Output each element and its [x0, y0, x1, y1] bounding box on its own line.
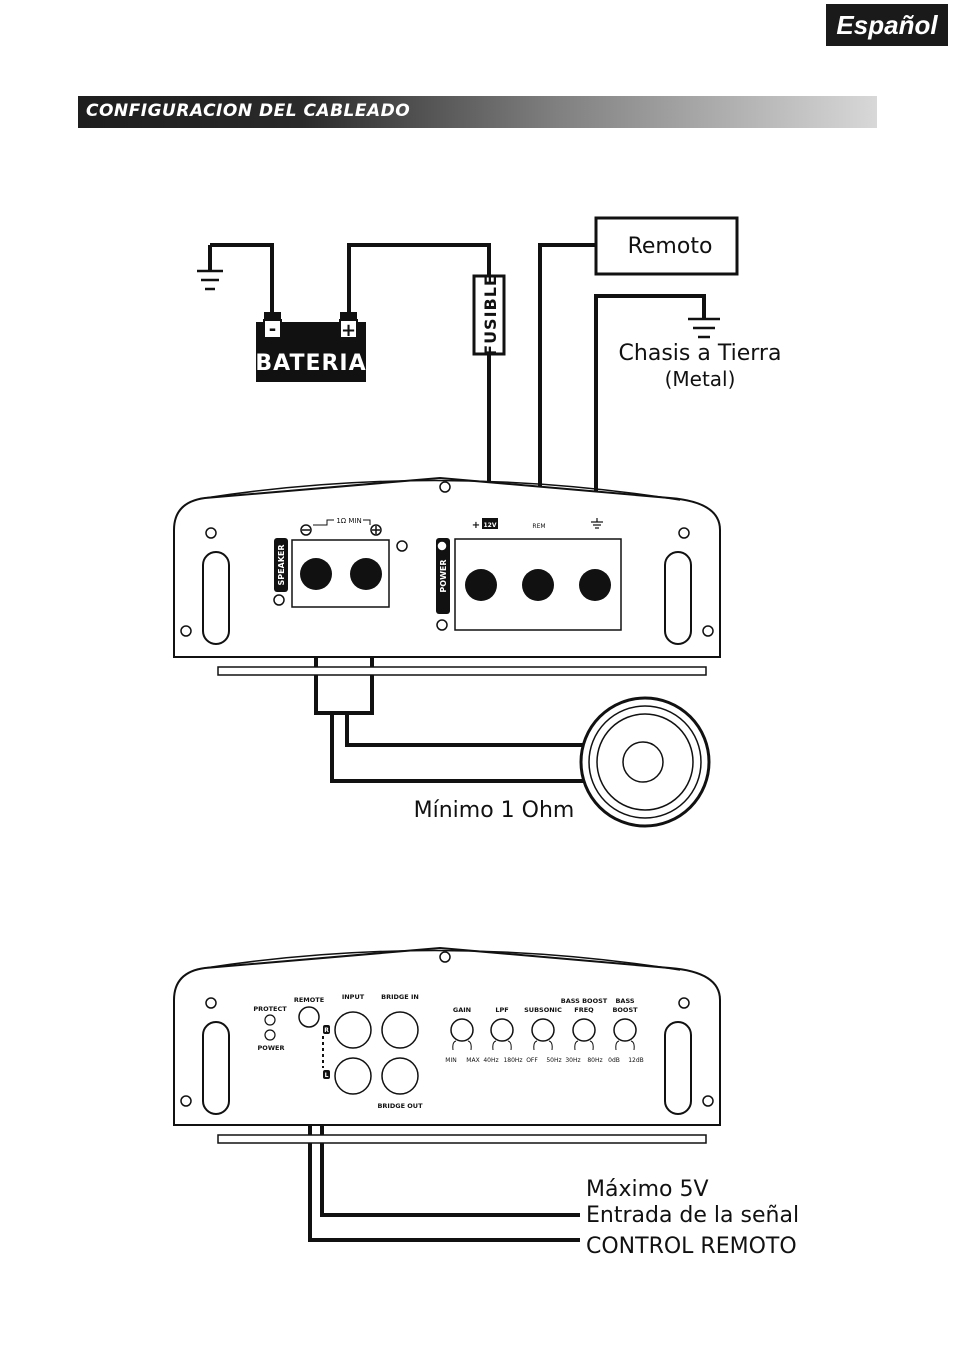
speaker-wire-b — [330, 615, 590, 783]
knob-label: GAIN — [453, 1006, 471, 1014]
knob-label-line2: BOOST — [612, 1006, 638, 1014]
signal-input-label: Entrada de la señal — [586, 1203, 799, 1228]
knob[interactable] — [531, 1018, 555, 1042]
terminal-rem-label: REM — [532, 523, 545, 530]
knob[interactable] — [613, 1018, 637, 1042]
power-terminal-rem — [522, 569, 554, 601]
battery-label: BATERIA — [255, 351, 366, 376]
knob-label: LPF — [495, 1006, 508, 1014]
knob-label: BASS — [615, 997, 634, 1005]
knob[interactable] — [490, 1018, 514, 1042]
amplifier-terminal-side: SPEAKER 1Ω MIN POWER + 12V REM — [173, 476, 721, 676]
channel-l-label: L — [325, 1072, 329, 1079]
power-led-label: POWER — [258, 1044, 285, 1052]
speaker-terminal-negative — [300, 558, 332, 590]
knob-max-label: 12dB — [628, 1057, 644, 1064]
bridge-out-jack[interactable] — [381, 1057, 419, 1095]
speaker-icon — [579, 696, 711, 828]
section-title: CONFIGURACION DEL CABLEADO — [86, 101, 411, 121]
bridge-in-label: BRIDGE IN — [381, 993, 419, 1001]
knob-max-arrow-icon — [548, 1040, 553, 1051]
input-label: INPUT — [342, 993, 365, 1001]
knob-label: SUBSONIC — [524, 1006, 562, 1014]
bridge-out-label: BRIDGE OUT — [377, 1102, 423, 1110]
battery-positive-wire — [347, 243, 491, 312]
fuse: FUSIBLE — [472, 274, 506, 356]
knob-min-arrow-icon — [452, 1040, 457, 1051]
amplifier-control-side: PROTECT POWER REMOTE INPUT BRIDGE IN BRI… — [173, 946, 721, 1144]
terminal-12v-label: 12V — [484, 522, 497, 529]
remote-box-label: Remoto — [628, 234, 713, 259]
knob[interactable] — [450, 1018, 474, 1042]
knob-min-label: 0dB — [608, 1057, 620, 1064]
input-l-jack[interactable] — [334, 1057, 372, 1095]
battery-negative-wire — [210, 243, 274, 312]
battery-minus-label: - — [269, 319, 276, 340]
knob-max-arrow-icon — [589, 1040, 594, 1051]
fuse-label: FUSIBLE — [481, 274, 500, 356]
section-header-bar: CONFIGURACION DEL CABLEADO — [78, 96, 877, 128]
bridge-in-jack[interactable] — [381, 1011, 419, 1049]
knob-group: GAIN MIN MAX LPF 40Hz 180Hz SUBSONIC OFF 50Hz BAS… — [445, 997, 644, 1064]
knob-min-arrow-icon — [615, 1040, 620, 1051]
power-panel-label: POWER — [439, 559, 448, 592]
speaker-min-label: 1Ω MIN — [336, 517, 361, 525]
protect-led — [264, 1014, 276, 1026]
knob-min-label: 40Hz — [483, 1057, 498, 1064]
power-terminal-ground — [579, 569, 611, 601]
remote-jack[interactable] — [298, 1006, 320, 1028]
protect-label: PROTECT — [253, 1005, 287, 1013]
knob-max-label: MAX — [466, 1057, 479, 1064]
speaker-min-ohm-label: Mínimo 1 Ohm — [414, 798, 575, 823]
remote-label: REMOTE — [294, 996, 324, 1004]
knob-max-arrow-icon — [630, 1040, 635, 1051]
knob[interactable] — [572, 1018, 596, 1042]
knob-min-arrow-icon — [574, 1040, 579, 1051]
knob-max-label: 80Hz — [587, 1057, 602, 1064]
knob-min-label: MIN — [445, 1057, 456, 1064]
knob-min-label: OFF — [526, 1057, 538, 1064]
ground-icon — [197, 269, 223, 291]
terminal-ground-icon — [591, 518, 603, 529]
language-tab: Español — [826, 4, 948, 46]
knob-max-arrow-icon — [507, 1040, 512, 1051]
knob-label: BASS BOOST — [561, 997, 608, 1005]
chassis-ground-icon — [688, 317, 720, 339]
chassis-ground-label: Chasis a Tierra — [619, 341, 782, 366]
language-label: Español — [836, 9, 938, 40]
speaker-panel-label: SPEAKER — [277, 544, 286, 585]
speaker-terminal-positive — [350, 558, 382, 590]
max-voltage-label: Máximo 5V — [586, 1177, 709, 1202]
chassis-ground-sublabel: (Metal) — [665, 367, 736, 391]
remote-box — [594, 216, 739, 276]
knob-min-label: 30Hz — [565, 1057, 580, 1064]
remote-wire — [538, 243, 596, 515]
terminal-12v-plus: + — [472, 520, 480, 531]
knob-max-label: 180Hz — [503, 1057, 522, 1064]
knob-label-line2: FREQ — [574, 1006, 594, 1014]
input-r-jack[interactable] — [334, 1011, 372, 1049]
knob-min-arrow-icon — [533, 1040, 538, 1051]
remote-control-label: CONTROL REMOTO — [586, 1234, 797, 1259]
chassis-ground-wire — [594, 294, 706, 515]
channel-r-label: R — [324, 1027, 329, 1034]
battery: - + BATERIA — [255, 312, 366, 382]
battery-plus-label: + — [341, 320, 356, 341]
knob-min-arrow-icon — [492, 1040, 497, 1051]
power-terminal-12v — [465, 569, 497, 601]
power-led — [264, 1029, 276, 1041]
knob-max-label: 50Hz — [546, 1057, 561, 1064]
knob-max-arrow-icon — [467, 1040, 472, 1051]
